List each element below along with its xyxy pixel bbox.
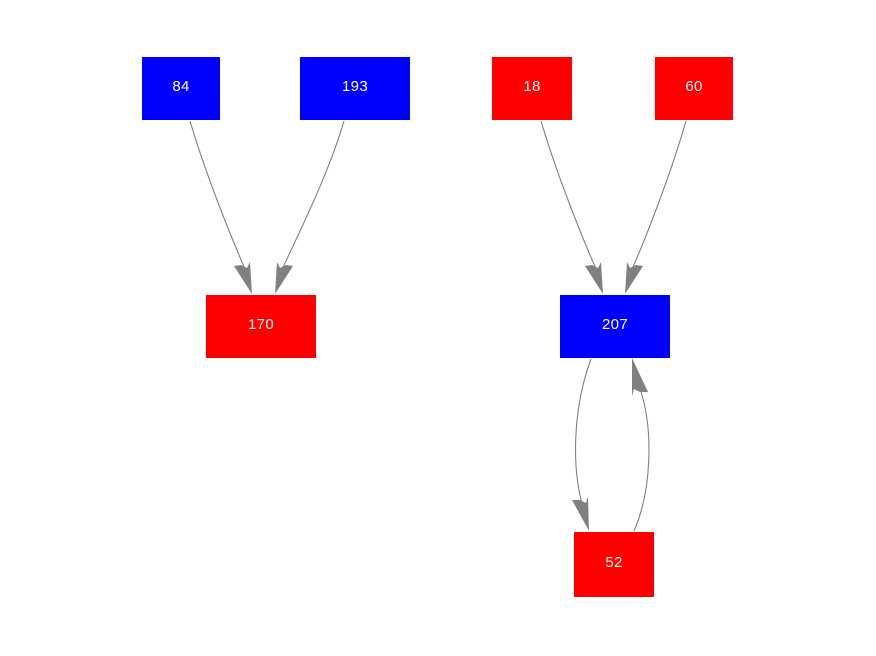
arrowhead-icon — [585, 262, 603, 294]
graph-node-207[interactable]: 207 — [560, 295, 670, 358]
edge-193-to-170 — [275, 120, 345, 294]
edge-line — [575, 358, 592, 508]
edge-60-to-207 — [625, 120, 687, 294]
node-label: 207 — [602, 316, 628, 333]
arrowhead-icon — [572, 496, 589, 531]
arrowhead-icon — [625, 262, 643, 294]
node-label: 18 — [523, 78, 541, 95]
graph-node-84[interactable]: 84 — [142, 57, 220, 120]
node-label: 193 — [342, 78, 368, 95]
node-label: 84 — [172, 78, 190, 95]
edge-52-to-207 — [632, 358, 650, 532]
edge-line — [189, 120, 250, 279]
edge-207-to-52 — [572, 358, 592, 531]
edge-18-to-207 — [540, 120, 603, 294]
node-label: 60 — [685, 78, 703, 95]
arrowhead-icon — [632, 358, 648, 396]
graph-node-52[interactable]: 52 — [574, 532, 654, 597]
graph-node-18[interactable]: 18 — [492, 57, 572, 120]
edge-84-to-170 — [189, 120, 252, 294]
arrowhead-icon — [275, 262, 293, 294]
edge-line — [540, 120, 601, 279]
node-label: 52 — [605, 554, 623, 571]
graph-node-60[interactable]: 60 — [655, 57, 733, 120]
node-label: 170 — [248, 316, 274, 333]
edge-line — [277, 120, 345, 279]
arrowhead-icon — [234, 262, 252, 294]
edge-line — [633, 391, 650, 532]
graph-node-170[interactable]: 170 — [206, 295, 316, 358]
graph-node-193[interactable]: 193 — [300, 57, 410, 120]
edge-line — [627, 120, 687, 279]
